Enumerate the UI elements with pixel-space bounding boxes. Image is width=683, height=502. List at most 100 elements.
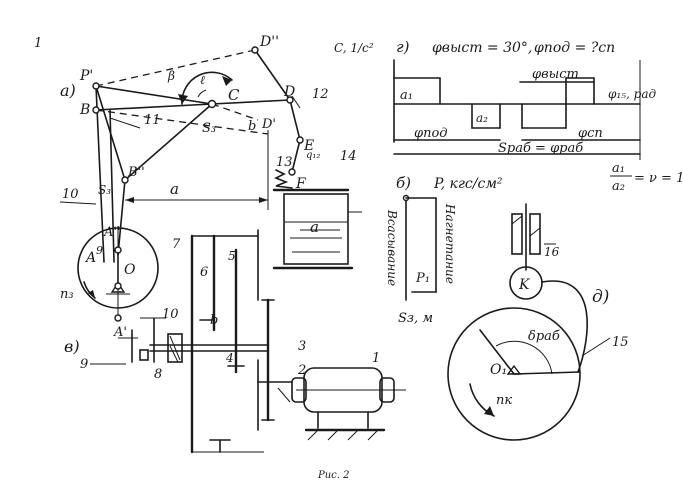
label-member-3: 3 [298, 339, 306, 354]
label-k: K [518, 277, 531, 293]
label-a: A [84, 250, 96, 266]
panel-a-tag: а) [60, 81, 76, 100]
link-p-c [95, 85, 213, 105]
delta-arc [495, 340, 553, 375]
header-phi-vyst: φвыст = 30°, [432, 40, 532, 56]
joint-o [114, 282, 122, 290]
label-b2: B'' [127, 165, 145, 180]
label-member-9: 9 [96, 244, 103, 257]
joint-a [114, 246, 122, 254]
label-member-10b: 10 [162, 307, 179, 322]
label-member-4: 4 [225, 351, 234, 365]
link-c-b2 [124, 103, 213, 181]
label-a2: a₂ [476, 111, 488, 125]
label-o1: O₁ [490, 362, 507, 378]
label-d1: D' [261, 117, 276, 132]
label-member-14: 14 [340, 149, 357, 164]
link-d2-d [254, 49, 291, 101]
ratio-num: a₁ [612, 161, 625, 176]
label-f: F [295, 176, 307, 192]
n3-arrow-head [88, 290, 95, 298]
arc-arrow-right [222, 76, 232, 86]
hatch-base-1 [307, 429, 319, 441]
follower-guide-right [529, 213, 541, 255]
joint-p [92, 82, 100, 90]
spring-13 [274, 169, 293, 189]
joint-d2 [251, 46, 259, 54]
hatch-base-4 [367, 429, 379, 441]
panel-v-gearbox: в) [64, 229, 406, 454]
label-member-12: 12 [312, 87, 329, 102]
gear-8-hatch-2 [169, 345, 179, 363]
label-member-10: 10 [62, 187, 79, 202]
pressure-axis-label: P, кгс/см² [433, 176, 503, 192]
label-s3b: S₃ [98, 183, 111, 197]
guide-hatch-1 [511, 215, 523, 225]
follower-guide-left [511, 213, 523, 255]
joint-e [296, 136, 304, 144]
label-n3: n₃ [60, 287, 74, 302]
cam-base-circle [447, 307, 581, 441]
link-b-c [95, 103, 213, 111]
dim-a-arrow-right [259, 197, 268, 203]
gear-8-hatch [169, 335, 181, 361]
arc-arrow-left [178, 94, 188, 104]
label-beta: β [167, 69, 175, 83]
label-dim-a2: a [310, 218, 319, 236]
panel-v-tag: в) [64, 337, 80, 356]
panel-g-graph: C, 1/с² г) φвыст = 30°, φпод = ?сп a₁ a₂… [334, 38, 683, 194]
label-member-11: 11 [144, 113, 161, 128]
graph-axis-top: C, 1/с² [334, 41, 374, 55]
link-b2-a [117, 179, 126, 256]
gear-8 [167, 333, 183, 363]
label-phi-pod: φпод [414, 126, 448, 141]
cam-pivot [506, 364, 522, 375]
label-a2: A'' [103, 225, 121, 240]
link-b-s3-dashed [95, 109, 269, 135]
label-member-1: 1 [372, 351, 380, 366]
label-phi-vyst: φвыст [532, 67, 579, 82]
label-b-dist: b [248, 119, 256, 134]
panel-b2-tag: б) [396, 174, 411, 192]
cam-profile [541, 280, 589, 373]
joint-a1 [114, 314, 122, 322]
label-a1: a₁ [400, 88, 413, 103]
leader-12 [291, 95, 301, 109]
label-vsasyvanie: Всасывание [385, 209, 399, 286]
ratio-eq: = ν = 1 [634, 171, 683, 186]
label-phi-sp: φсп [578, 126, 603, 141]
joint-b2 [121, 176, 129, 184]
cam-radius-2 [513, 371, 581, 375]
label-q12: q₁₂ [306, 150, 320, 161]
small-arc [197, 89, 207, 98]
label-b: B [79, 102, 90, 118]
figure-footer: Рис. 2 [317, 470, 350, 481]
label-member-15: 15 [612, 335, 629, 350]
link-p-d2-dashed [95, 49, 256, 87]
label-member-16: 16 [544, 245, 560, 259]
label-c: C [228, 86, 240, 104]
label-phi-rad: φ₁₅, рад [608, 87, 656, 101]
leader-11 [109, 117, 141, 129]
label-delta: δраб [528, 329, 560, 344]
label-p1: P' [79, 68, 93, 84]
label-member-7: 7 [172, 237, 181, 252]
label-member-5: 5 [228, 249, 236, 263]
label-member-8: 8 [154, 367, 162, 382]
label-s-axis: Sз, м [398, 311, 433, 326]
joint-b [92, 106, 100, 114]
joint-f [288, 168, 296, 176]
guide-hatch-2 [529, 227, 541, 237]
dim-a-arrow-left [125, 197, 134, 203]
panel-d-cam: д) 16 15 K O₁ δраб nк [447, 203, 629, 441]
panel-d-tag: д) [592, 287, 609, 307]
label-b-gear: b [210, 313, 218, 328]
joint-c [207, 99, 217, 109]
link-10-left [95, 85, 105, 263]
follower-roller [509, 266, 543, 300]
panel-g-tag: г) [396, 38, 410, 56]
page-marker: 1 [34, 36, 42, 51]
leader-15 [581, 337, 611, 357]
label-dim-a: a [170, 180, 179, 198]
label-s3: S₃ [202, 121, 216, 136]
